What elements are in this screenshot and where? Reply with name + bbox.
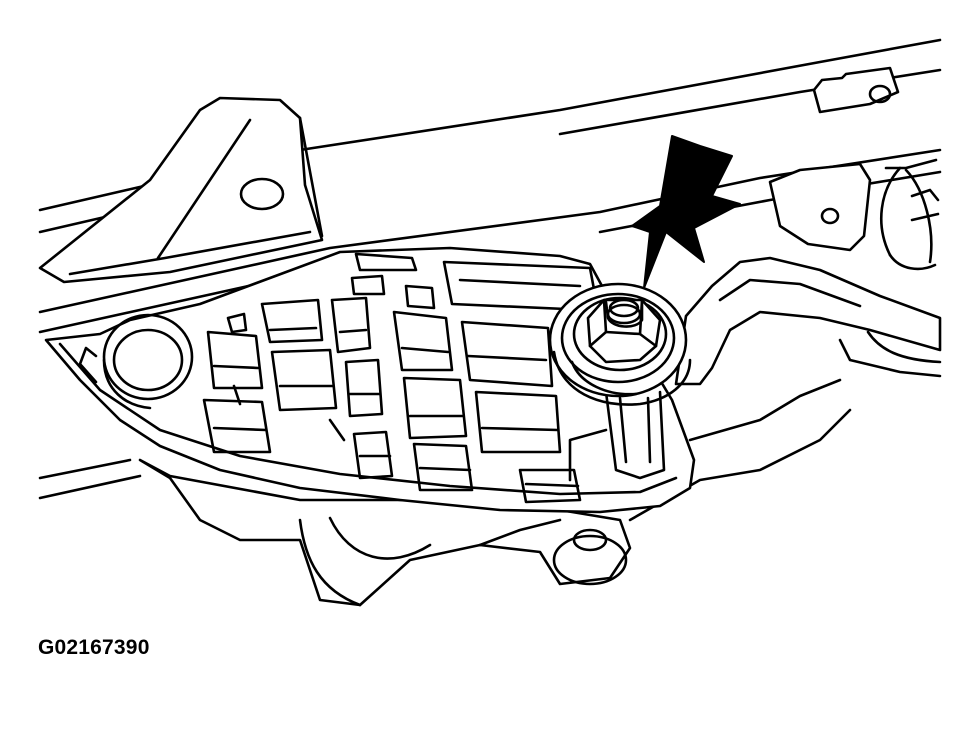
top-right-tab [814, 68, 898, 112]
right-bracket [770, 160, 938, 269]
control-arm [676, 258, 940, 384]
stud-channel [570, 392, 664, 480]
main-bracket-plate [46, 248, 694, 512]
callout-arrow [632, 136, 740, 288]
figure-id: G02167390 [38, 636, 150, 659]
upper-bracket [40, 98, 322, 282]
bushing-nut [550, 284, 690, 405]
